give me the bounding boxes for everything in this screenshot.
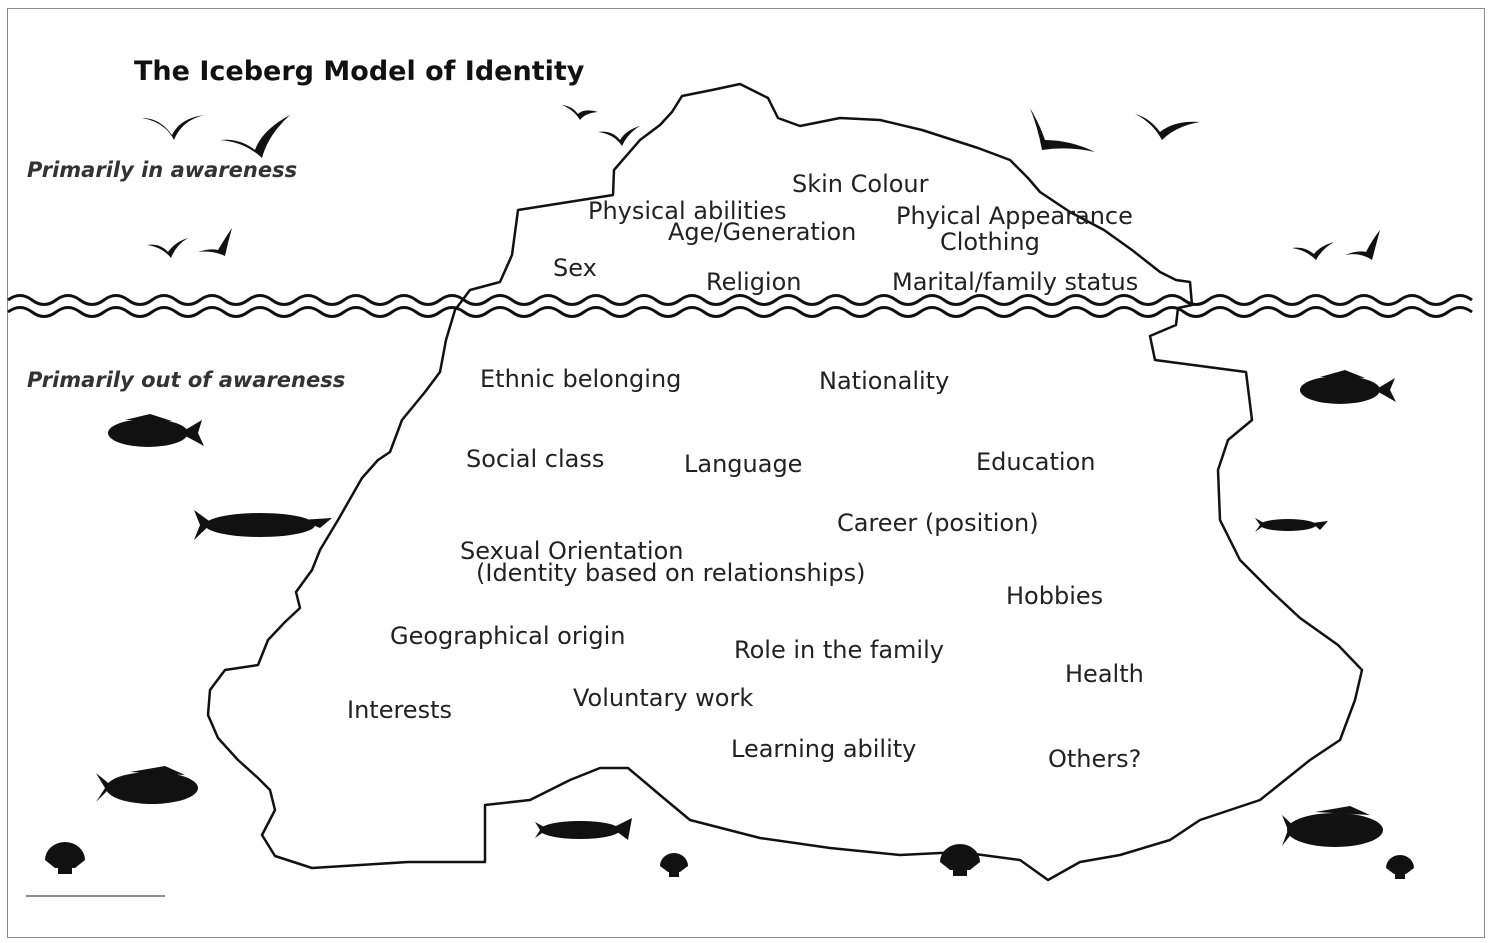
identity-item: Skin Colour: [792, 170, 929, 198]
fish-icon: [1255, 518, 1328, 532]
identity-item: Religion: [706, 268, 802, 296]
identity-item: Phyical Appearance: [896, 202, 1133, 230]
identity-item: Clothing: [940, 228, 1040, 256]
identity-item: Nationality: [819, 367, 950, 395]
bird-icon: [1292, 242, 1334, 260]
identity-item: Social class: [466, 445, 605, 473]
iceberg-outline: [206, 82, 1364, 882]
identity-item: Learning ability: [731, 735, 917, 763]
identity-item: Geographical origin: [390, 622, 626, 650]
identity-item: Health: [1065, 660, 1144, 688]
shell-icon: [45, 842, 85, 874]
fish-icon: [535, 818, 632, 840]
fish-icon: [1282, 806, 1383, 847]
bird-icon: [142, 115, 205, 140]
fish-icon: [108, 414, 204, 447]
identity-item: Interests: [347, 696, 452, 724]
identity-item: (Identity based on relationships): [476, 559, 866, 587]
bird-icon: [562, 105, 598, 120]
identity-item: Voluntary work: [573, 684, 754, 712]
identity-item: Role in the family: [734, 636, 944, 664]
diagram-title: The Iceberg Model of Identity: [134, 56, 585, 87]
zone-label-below: Primarily out of awareness: [27, 368, 346, 392]
fish-icon: [194, 510, 332, 540]
diagram-frame: [7, 8, 1485, 938]
identity-item: Age/Generation: [668, 218, 857, 246]
bird-icon: [147, 238, 188, 258]
shell-icon: [660, 853, 688, 877]
bird-icon: [598, 126, 640, 146]
identity-item: Education: [976, 448, 1096, 476]
identity-item: Physical abilities: [588, 197, 787, 225]
shell-icon: [940, 844, 980, 876]
bird-icon: [198, 228, 232, 256]
zone-label-above: Primarily in awareness: [27, 158, 298, 182]
identity-item: Sexual Orientation: [460, 537, 684, 565]
identity-item: Marital/family status: [892, 268, 1139, 296]
identity-item: Ethnic belonging: [480, 365, 682, 393]
bird-icon: [1345, 230, 1380, 260]
fish-icon: [96, 766, 198, 804]
shell-icon: [1386, 855, 1414, 879]
water-surface: [7, 294, 1473, 318]
bird-icon: [1135, 114, 1200, 140]
identity-item: Hobbies: [1006, 582, 1104, 610]
identity-item: Others?: [1048, 745, 1142, 773]
identity-item: Sex: [553, 254, 597, 282]
fish-icon: [1300, 370, 1396, 404]
identity-item: Career (position): [837, 509, 1039, 537]
bird-icon: [1030, 108, 1095, 152]
bird-icon: [220, 115, 290, 158]
identity-item: Language: [684, 450, 803, 478]
